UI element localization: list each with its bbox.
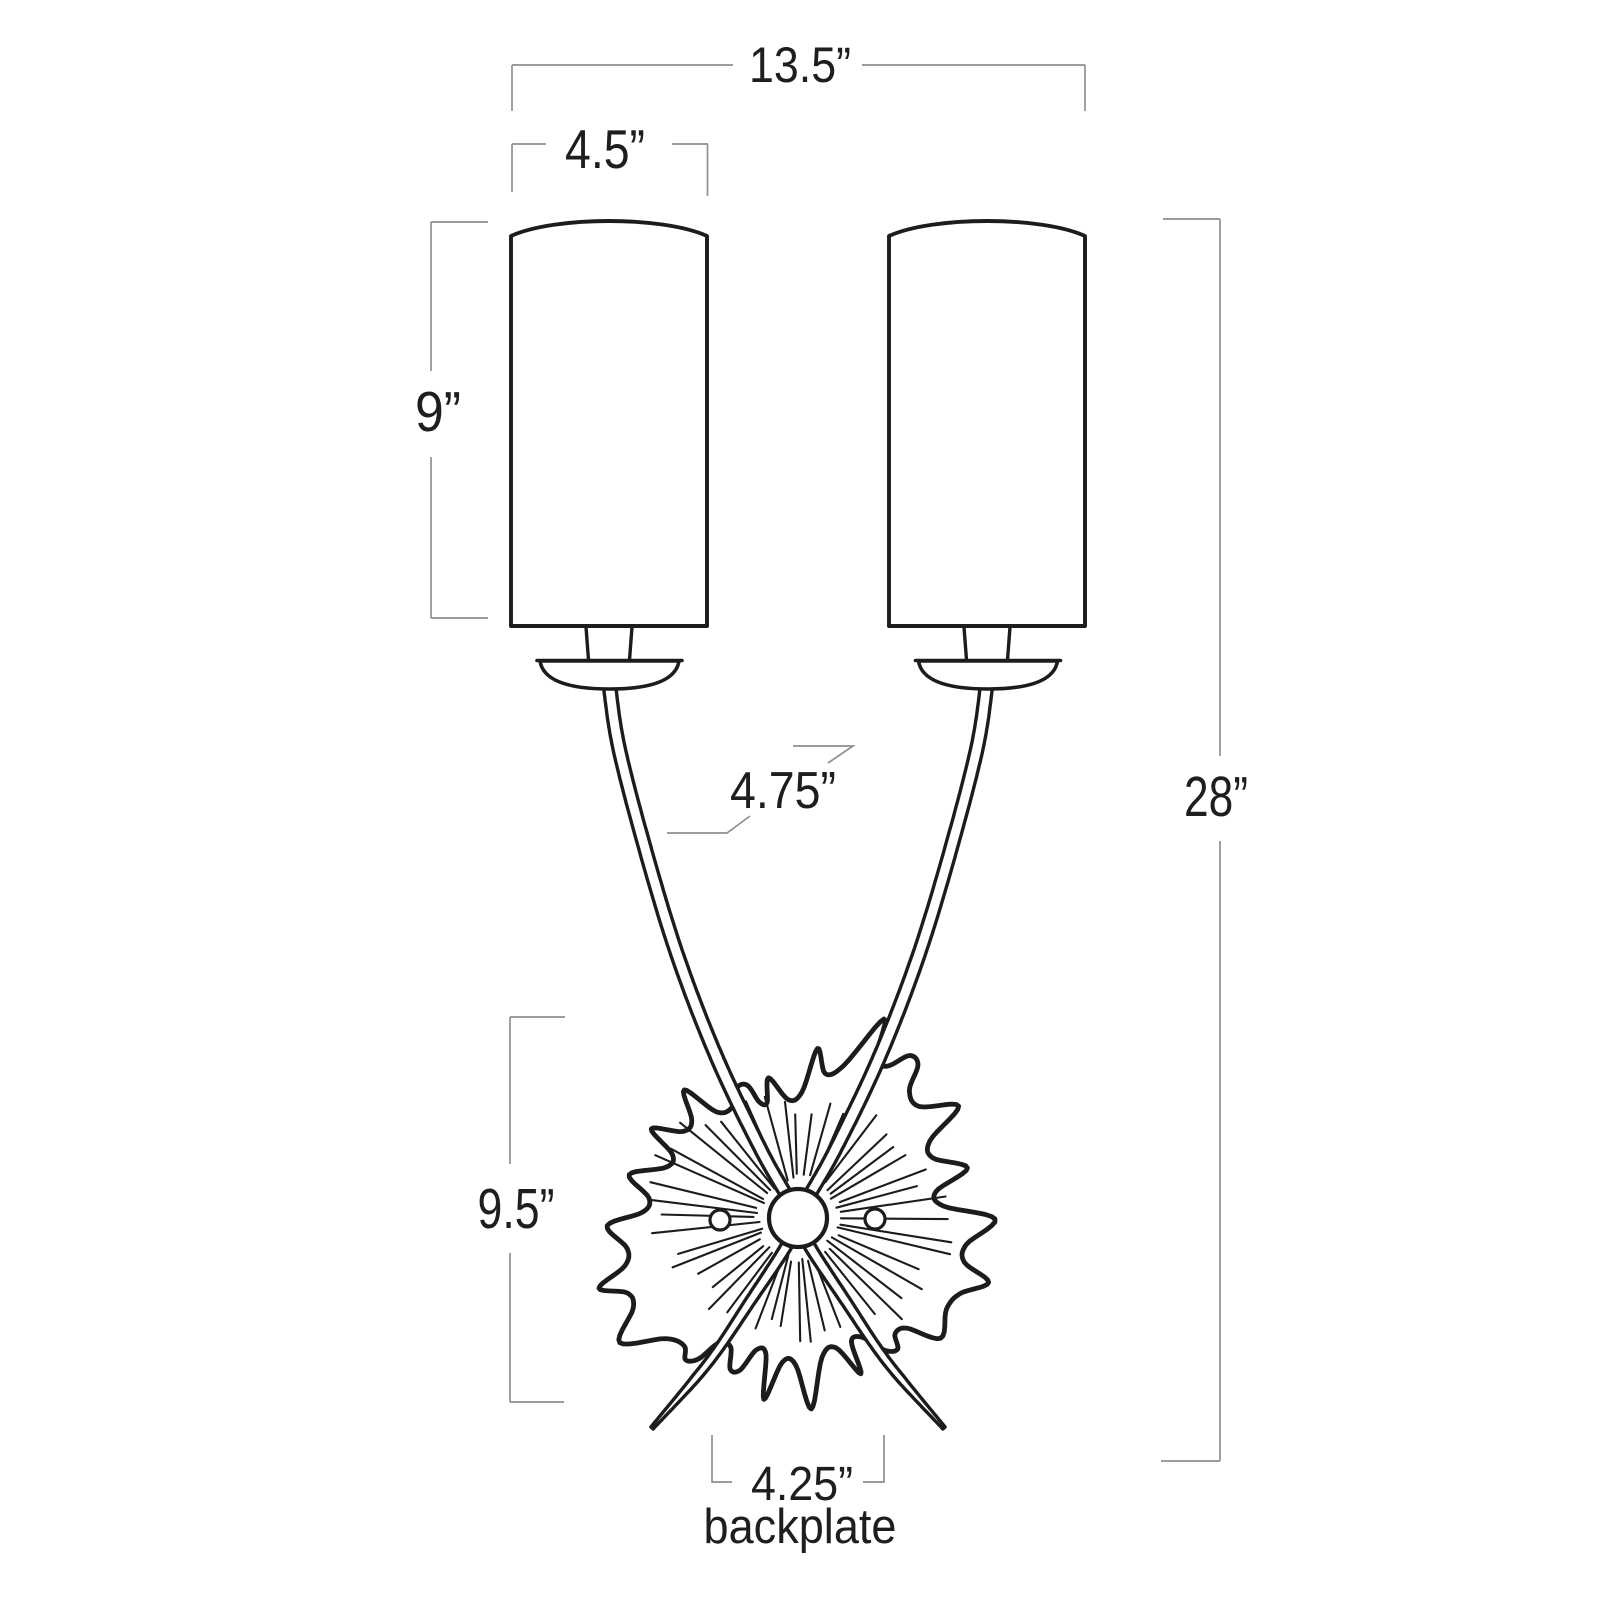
svg-text:backplate: backplate	[704, 1500, 897, 1554]
svg-text:4.25”: 4.25”	[751, 1458, 853, 1511]
svg-text:4.75”: 4.75”	[730, 762, 836, 820]
svg-text:9.5”: 9.5”	[478, 1177, 555, 1241]
svg-text:28”: 28”	[1184, 765, 1248, 829]
svg-text:9”: 9”	[415, 380, 461, 444]
svg-text:4.5”: 4.5”	[565, 118, 645, 180]
svg-text:13.5”: 13.5”	[749, 37, 851, 93]
